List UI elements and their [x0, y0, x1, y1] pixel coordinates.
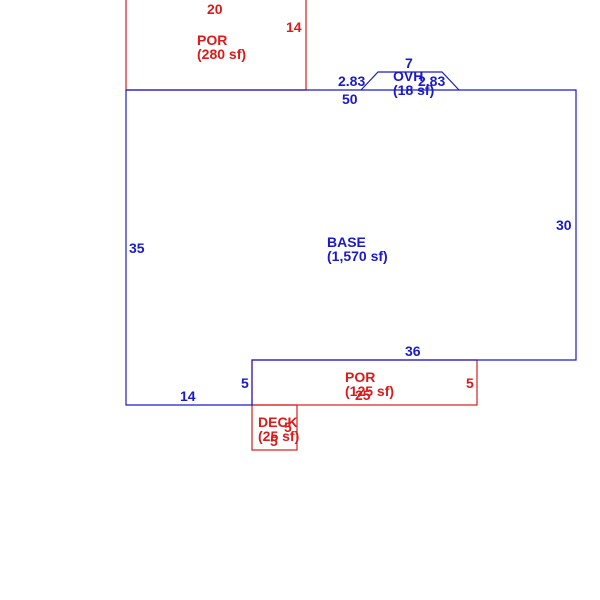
porch-bottom-right-label: 5	[466, 375, 474, 391]
deck-outline	[251, 404, 298, 451]
deck-depth-label: 5	[284, 419, 292, 435]
base-top-label: 50	[342, 91, 358, 107]
base-area: (1,570 sf)	[327, 248, 388, 264]
porch-bottom-area: (125 sf)	[345, 383, 394, 399]
deck-area: (25 sf)	[258, 428, 299, 444]
base-bottom-right-label: 36	[405, 343, 421, 359]
base-name: BASE	[327, 234, 366, 250]
porch-top-width-label: 20	[207, 1, 223, 17]
porch-top-depth-label: 14	[286, 19, 302, 35]
overhang-left-label: 2.83	[338, 73, 365, 89]
base-right-label: 30	[556, 217, 572, 233]
overhang-outline	[360, 71, 460, 91]
porch-bottom-name: POR	[345, 369, 375, 385]
base-left-label: 35	[129, 240, 145, 256]
porch-bottom-width-label: 25	[355, 387, 371, 403]
base-notch-label: 5	[241, 375, 249, 391]
base-outline	[125, 89, 577, 406]
overhang-area: (18 sf)	[393, 82, 434, 98]
overhang-right-label: 2.83	[418, 73, 445, 89]
deck-name: DECK	[258, 414, 298, 430]
base-bottom-left-label: 14	[180, 388, 196, 404]
deck-width-label: 5	[270, 433, 278, 449]
porch-top-area: (280 sf)	[197, 46, 246, 62]
overhang-name: OVH	[393, 68, 423, 84]
overhang-width-label: 7	[405, 55, 413, 71]
porch-top-name: POR	[197, 32, 227, 48]
